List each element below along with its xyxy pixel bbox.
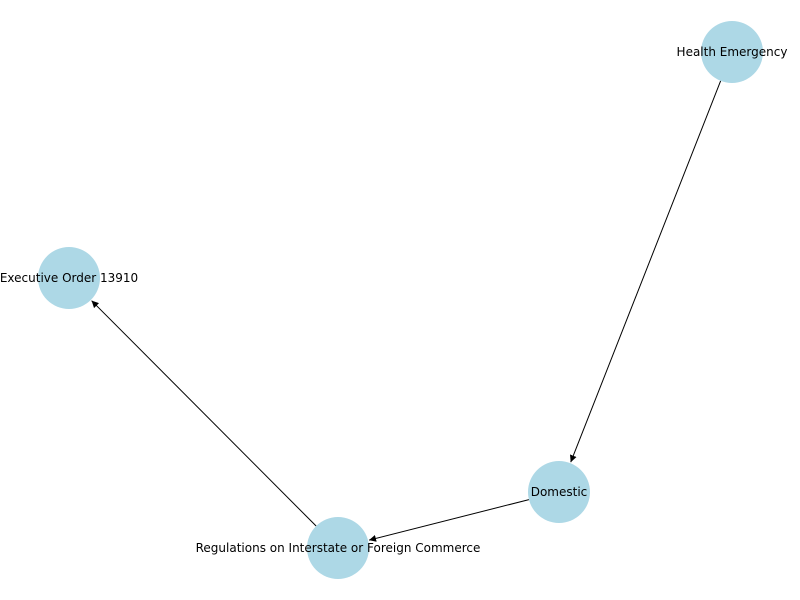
node-label-regulations: Regulations on Interstate or Foreign Com… — [196, 541, 481, 555]
edge-domestic-to-regulations — [368, 499, 530, 542]
node-eo — [38, 247, 100, 309]
edge-health-to-domestic — [570, 80, 722, 463]
node-label-health: Health Emergency — [677, 45, 788, 59]
edge-regulations-to-eo — [91, 300, 317, 527]
edges — [91, 80, 722, 542]
node-label-eo: Executive Order 13910 — [0, 271, 138, 285]
node-health — [701, 21, 763, 83]
node-regulations — [307, 517, 369, 579]
node-label-domestic: Domestic — [531, 485, 588, 499]
nodes — [38, 21, 763, 579]
node-domestic — [528, 461, 590, 523]
